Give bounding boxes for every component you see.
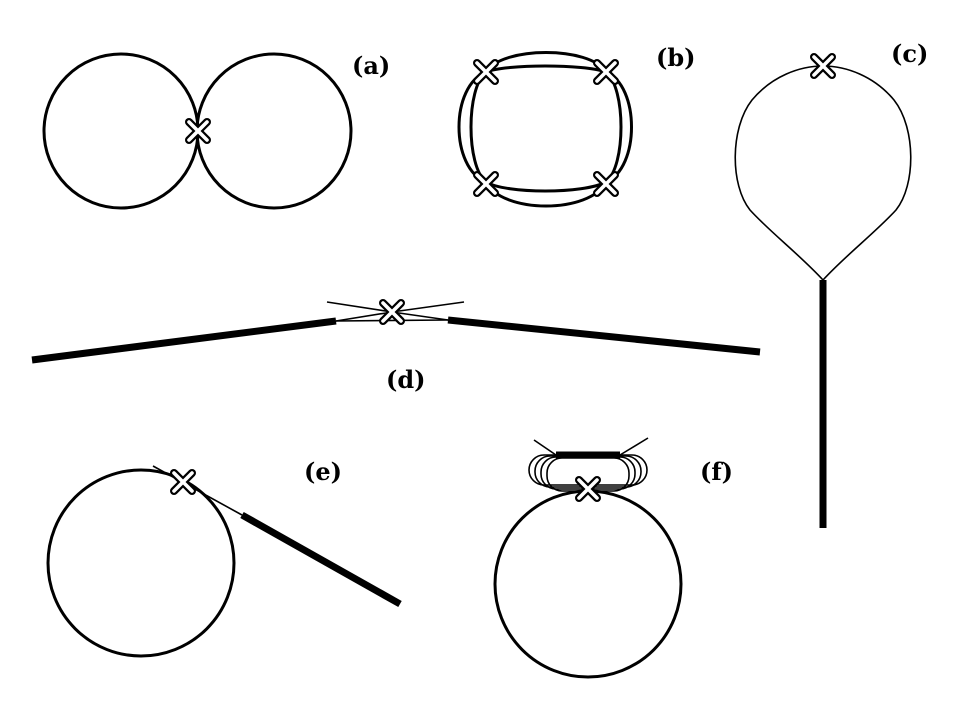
strand xyxy=(619,437,649,456)
panel-label-b: (b) xyxy=(656,43,696,72)
coil xyxy=(534,455,642,488)
loop xyxy=(46,468,236,658)
strand xyxy=(335,311,393,322)
panel-e: (e) xyxy=(46,457,402,658)
x-cross-icon xyxy=(383,303,401,321)
tail-rod xyxy=(240,511,402,608)
panel-label-c: (c) xyxy=(891,39,928,68)
panel-label-e: (e) xyxy=(304,457,342,486)
left-loop xyxy=(42,52,200,210)
panel-label-f: (f) xyxy=(700,457,733,486)
loop xyxy=(493,489,683,679)
panel-c: (c) xyxy=(734,39,928,528)
panel-label-d: (d) xyxy=(386,365,426,394)
x-cross-icon xyxy=(477,63,495,81)
x-cross-icon xyxy=(597,63,615,81)
strand xyxy=(391,311,449,321)
panel-a: (a) xyxy=(42,51,390,210)
left-rod xyxy=(31,317,337,364)
panel-f: (f) xyxy=(493,437,733,679)
strand xyxy=(326,301,393,313)
panel-b: (b) xyxy=(457,43,696,208)
tail-strand xyxy=(152,465,243,516)
right-loop xyxy=(195,52,353,210)
strand xyxy=(335,319,449,322)
teardrop-loop xyxy=(734,65,912,282)
strand xyxy=(391,301,465,313)
right-rod xyxy=(447,316,761,356)
strand xyxy=(533,439,557,456)
panel-label-a: (a) xyxy=(352,51,390,80)
panel-d: (d) xyxy=(31,301,761,394)
